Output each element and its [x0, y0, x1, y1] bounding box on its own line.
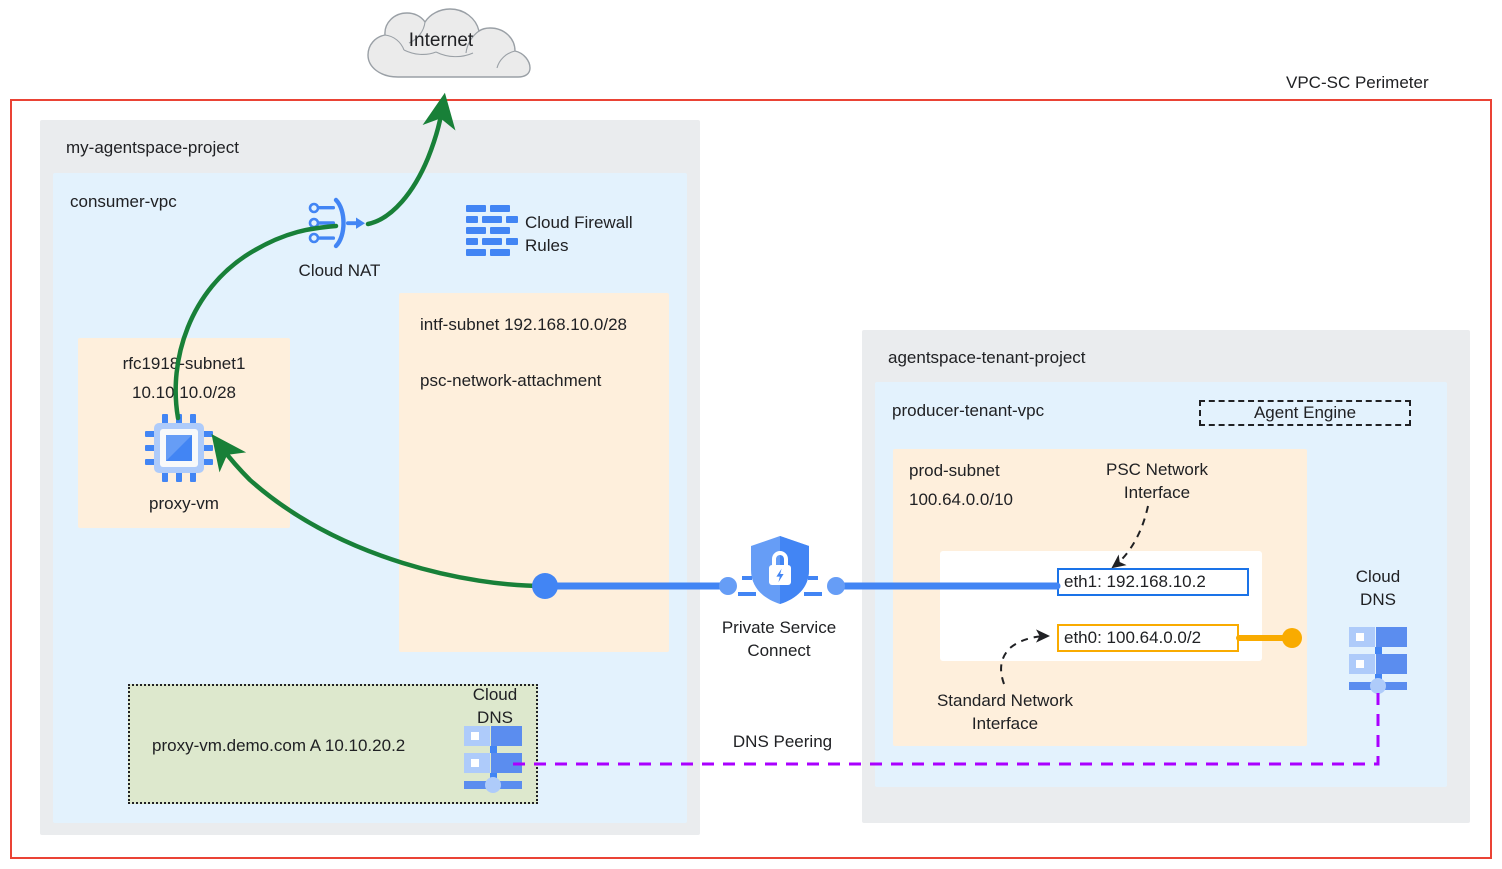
shield-lock-icon: [748, 534, 812, 611]
agent-engine-label: Agent Engine: [1253, 403, 1357, 422]
cloud-firewall-label: Cloud Firewall Rules: [525, 213, 633, 255]
subnet-prod-cidr: 100.64.0.0/10: [909, 490, 1013, 509]
vm-chip-icon: [143, 412, 215, 489]
vpc-sc-perimeter-label: VPC-SC Perimeter: [1286, 73, 1429, 92]
project-title-consumer: my-agentspace-project: [66, 138, 239, 157]
dns-a-record: proxy-vm.demo.com A 10.10.20.2: [152, 736, 406, 755]
cloud-dns-tenant-label: Cloud DNS: [1355, 567, 1401, 609]
subnet-prod-name: prod-subnet: [909, 461, 1000, 480]
internet-label: Internet: [408, 30, 474, 51]
interface-eth0[interactable]: eth0: 100.64.0.0/2: [1057, 624, 1239, 652]
dns-peering-label: DNS Peering: [732, 732, 833, 751]
vpc-title-producer: producer-tenant-vpc: [892, 401, 1045, 420]
cloud-firewall-icon: [466, 204, 520, 263]
vpc-title-consumer: consumer-vpc: [70, 192, 177, 211]
cloud-nat-icon: [306, 196, 368, 257]
vpc-sc-perimeter: [10, 99, 1492, 859]
project-title-tenant: agentspace-tenant-project: [888, 348, 1086, 367]
private-service-connect-label: Private Service Connect: [721, 618, 837, 660]
subnet-rfc1918-name: rfc1918-subnet1: [122, 354, 246, 373]
psc-network-interface-annotation: PSC Network Interface: [1105, 460, 1209, 502]
cloud-dns-zone-label: Cloud DNS: [472, 685, 518, 727]
subnet-intf-name-cidr: intf-subnet 192.168.10.0/28: [420, 315, 627, 334]
cloud-nat-label: Cloud NAT: [298, 261, 381, 280]
interface-eth1-label: eth1: 192.168.10.2: [1064, 572, 1206, 591]
interface-eth1[interactable]: eth1: 192.168.10.2: [1057, 568, 1249, 596]
cloud-icon: [352, 5, 542, 92]
subnet-rfc1918-cidr: 10.10.10.0/28: [132, 383, 236, 402]
interface-eth0-label: eth0: 100.64.0.0/2: [1064, 628, 1202, 647]
proxy-vm-label: proxy-vm: [149, 494, 219, 513]
cloud-dns-icon: [1345, 625, 1411, 700]
cloud-dns-icon: [460, 724, 526, 799]
standard-network-interface-annotation: Standard Network Interface: [936, 691, 1074, 733]
psc-network-attachment-label: psc-network-attachment: [420, 371, 602, 390]
agent-engine-box: Agent Engine: [1199, 400, 1411, 426]
subnet-intf: intf-subnet 192.168.10.0/28 psc-network-…: [399, 293, 669, 652]
